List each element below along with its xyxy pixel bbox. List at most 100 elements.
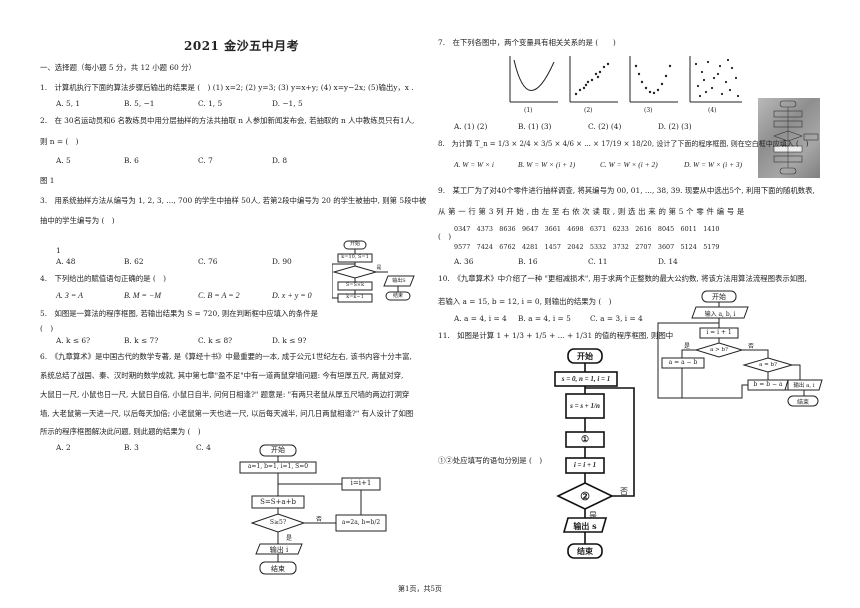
q2-stem: 2. 在 30名运动员和6 名教练员中用分层抽样的方法共抽取 n 人参加新闻发布… — [40, 116, 415, 125]
q6-fc-increment: i=i+1 — [350, 479, 372, 487]
q10-stem: 10. 《九章算术》中介绍了一种 "更相减损术", 用于求两个正整数的最大公约数… — [438, 274, 807, 283]
q11-fc-blank-1: ① — [580, 435, 590, 445]
q1-option-c[interactable]: C. 1, 5 — [198, 99, 223, 108]
q10-fc-output: 输出 a, i — [793, 383, 815, 389]
q6-options: A. 2 B. 3 C. 4 — [56, 443, 256, 453]
q10-fc-end: 结束 — [796, 399, 809, 406]
q5-fc-output: 输出S — [392, 278, 406, 284]
q8-option-d[interactable]: D. W = W × (i + 3) — [684, 160, 743, 169]
section-heading: 一、选择题（每小题 5 分，共 12 小题 60 分） — [40, 63, 196, 72]
q7-graph4-label: (4) — [708, 107, 717, 114]
q8-options: A. W = W × i B. W = W × (i + 1) C. W = W ×… — [454, 160, 754, 170]
q1-option-b[interactable]: B. 5, −1 — [124, 99, 155, 108]
q8-option-b[interactable]: B. W = W × (i + 1) — [518, 160, 576, 169]
page-title: 2021 金沙五中月考 — [184, 39, 300, 53]
q7-graphs: (1) (2) (3) (4) — [502, 52, 752, 116]
q8-option-a[interactable]: A. W = W × i — [454, 160, 494, 169]
q11-fc-end: 结束 — [577, 546, 593, 556]
q6-option-c[interactable]: C. 4 — [196, 443, 211, 452]
q4-option-d[interactable]: D. x + y = 0 — [272, 291, 312, 300]
q6-line-1: 6. 《九章算术》是中国古代的数学专著, 是《算经十书》中最重要的一本, 成于公… — [40, 352, 412, 361]
q10-option-a[interactable]: A. a = 4, i = 4 — [454, 314, 507, 323]
q7-option-b[interactable]: B. (1) (3) — [518, 122, 552, 131]
q10-option-b[interactable]: B. a = 4, i = 5 — [518, 314, 571, 323]
q9-options: A. 36 B. 16 C. 11 D. 14 — [454, 257, 754, 267]
q10-fc-increment: i = i + 1 — [706, 329, 732, 336]
q5-fc-s: S=S×k — [345, 282, 365, 288]
q7-option-d[interactable]: D. (2) (3) — [658, 122, 692, 131]
q4-options: A. 3 = A B. M = −M C. B = A = 2 D. x + y = … — [56, 291, 336, 301]
q10-fc-cond2: a = b? — [759, 362, 777, 368]
q11-stem-2: ①②处应填写的语句分别是 ( ) — [438, 456, 543, 465]
q7-graph2-label: (2) — [584, 107, 593, 114]
q5-fc-start: 开始 — [349, 241, 360, 247]
q6-option-b[interactable]: B. 3 — [124, 443, 139, 452]
q6-line-2: 系统总结了战国、秦、汉时期的数学成就, 其中第七章"盈不足"中有一道两鼠穿墙问题… — [40, 371, 404, 380]
q2-option-c[interactable]: C. 7 — [198, 156, 213, 165]
q6-fc-yes: 是 — [285, 535, 292, 542]
q6-fc-end: 结束 — [271, 565, 285, 573]
q10-fc-no: 否 — [747, 343, 754, 350]
q9-stem: 9. 某工厂为了对40个零件进行抽样调查, 将其编号为 00, 01, ...,… — [438, 186, 815, 195]
q7-graph3-points — [634, 64, 672, 95]
q9-option-b[interactable]: B. 16 — [518, 257, 538, 266]
q6-fc-output: 输出 i — [269, 546, 289, 554]
q7-option-c[interactable]: C. (2) (4) — [588, 122, 622, 131]
q11-fc-start: 开始 — [577, 351, 593, 361]
q8-flowchart-photo — [758, 98, 820, 178]
q6-line-4: 墙, 大老鼠第一天进一尺, 以后每天加倍; 小老鼠第一天也进一尺, 以后每天减半… — [40, 409, 414, 418]
q9-paren: ( ) — [438, 232, 452, 241]
q8-stem: 8. 为计算 T_n = 1/3 × 2/4 × 3/5 × 4/6 × ...… — [438, 140, 809, 148]
q1-option-d[interactable]: D. −1, 5 — [272, 99, 303, 108]
q5-option-c[interactable]: C. k ≤ 8? — [198, 336, 233, 345]
q4-option-a[interactable]: A. 3 = A — [56, 291, 84, 300]
q7-option-a[interactable]: A. (1) (2) — [454, 122, 488, 131]
q10-fc-yes: 是 — [683, 343, 690, 350]
q3-option-a[interactable]: A. 48 — [56, 257, 76, 266]
q7-graph4-points — [694, 58, 740, 98]
q7-graph2-points — [574, 62, 610, 96]
figure-label: 图 1 — [40, 176, 55, 185]
q11-stem: 11. 如图是计算 1 + 1/3 + 1/5 + ... + 1/31 的值的… — [438, 331, 674, 340]
q9-option-d[interactable]: D. 14 — [658, 257, 678, 266]
q10-flowchart: 开始 输入 a, b, i i = i + 1 a > b? 是 否 a = a… — [656, 290, 826, 412]
q2-option-b[interactable]: B. 6 — [124, 156, 139, 165]
q1-stem: 1. 计算机执行下面的算法步骤后输出的结果是 ( ) (1) x=2; (2) … — [40, 83, 414, 92]
q4-option-c[interactable]: C. B = A = 2 — [198, 291, 240, 300]
q10-fc-cond1: a > b? — [710, 347, 728, 353]
q10-fc-start: 开始 — [712, 293, 726, 301]
q4-option-b[interactable]: B. M = −M — [124, 291, 162, 300]
q9-option-a[interactable]: A. 36 — [454, 257, 474, 266]
q1-option-a[interactable]: A. 5, 1 — [56, 99, 81, 108]
q5-option-b[interactable]: B. k ≤ 7? — [124, 336, 159, 345]
q7-graph1-label: (1) — [524, 107, 533, 114]
q5-stem-2: ( ) — [40, 324, 54, 333]
q6-fc-update: a=2a, b=b/2 — [341, 519, 381, 526]
q3-option-b[interactable]: B. 62 — [124, 257, 144, 266]
q5-fc-init: k=10, S=1 — [341, 254, 369, 260]
q5-fc-yes: 是 — [376, 265, 382, 271]
q3-option-c[interactable]: C. 76 — [198, 257, 218, 266]
q11-flowchart-svg — [554, 348, 635, 559]
q5-option-a[interactable]: A. k ≤ 6? — [56, 336, 91, 345]
q11-fc-no: 否 — [620, 487, 628, 496]
q9-random-row-2: 9577 7424 6762 4281 1457 2042 5332 3732 … — [454, 243, 720, 251]
q8-option-c[interactable]: C. W = W × (i + 2) — [600, 160, 658, 169]
q3-option-d[interactable]: D. 90 — [272, 257, 292, 266]
q2-option-a[interactable]: A. 5 — [56, 156, 71, 165]
q6-fc-start: 开始 — [271, 446, 285, 454]
q7-graphs-svg — [509, 56, 742, 103]
q6-line-5: 所示的程序框图解决此问题, 则此题的结果为 ( ) — [40, 427, 201, 436]
q3-stem-2: 抽中的学生编号为 ( ) — [40, 216, 115, 225]
q6-flowchart-svg — [239, 444, 387, 575]
q2-option-d[interactable]: D. 8 — [272, 156, 288, 165]
q9-option-c[interactable]: C. 11 — [588, 257, 608, 266]
q5-option-d[interactable]: D. k ≤ 9? — [272, 336, 307, 345]
q2-stem-2: 则 n = ( ) — [40, 137, 79, 146]
q7-options: A. (1) (2) B. (1) (3) C. (2) (4) D. (2) (3) — [454, 122, 754, 132]
q10-option-c[interactable]: C. a = 3, i = 4 — [590, 314, 643, 323]
q6-option-a[interactable]: A. 2 — [56, 443, 71, 452]
q10-fc-b-minus-a: b = b − a — [753, 381, 783, 388]
q6-fc-no: 否 — [315, 516, 322, 523]
q11-fc-yes: 是 — [589, 511, 597, 520]
